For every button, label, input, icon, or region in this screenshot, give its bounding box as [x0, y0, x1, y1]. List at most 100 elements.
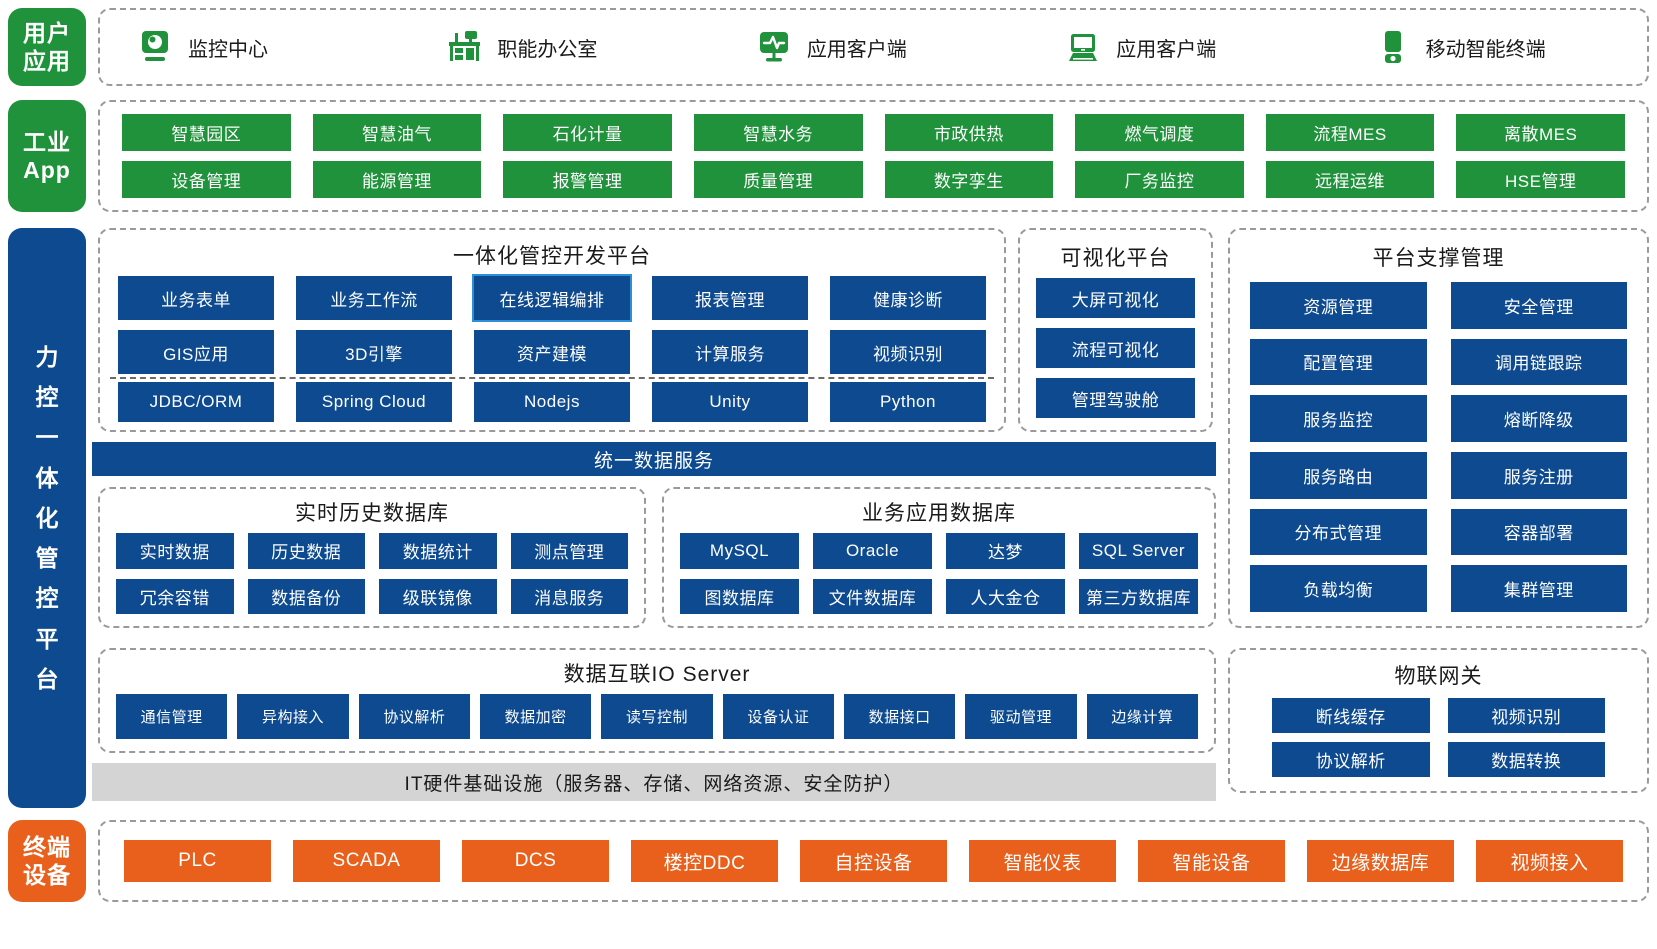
dev-chip-unity[interactable]: Unity: [652, 382, 808, 422]
io-chip-data-encryption[interactable]: 数据加密: [480, 694, 592, 739]
iot-chip-data-conversion[interactable]: 数据转换: [1447, 742, 1605, 777]
support-chip-service-registry[interactable]: 服务注册: [1450, 452, 1627, 499]
support-chip-load-balancing[interactable]: 负载均衡: [1250, 565, 1427, 612]
support-chip-resource-management[interactable]: 资源管理: [1250, 282, 1427, 329]
io-chip-heterogeneous-access[interactable]: 异构接入: [237, 694, 349, 739]
industrial-app-chip[interactable]: 数字孪生: [884, 161, 1054, 198]
terminal-chip-auto-control-device[interactable]: 自控设备: [800, 840, 947, 882]
function-office-icon: [445, 28, 483, 66]
support-chip-service-routing[interactable]: 服务路由: [1250, 452, 1427, 499]
rtdb-chip-tag-management[interactable]: 测点管理: [510, 533, 628, 569]
user-app-item-monitoring-center[interactable]: 监控中心: [100, 28, 409, 66]
industrial-app-chip[interactable]: 设备管理: [122, 161, 291, 198]
dev-chip-health-diagnosis[interactable]: 健康诊断: [830, 276, 986, 320]
terminal-chip-video-access[interactable]: 视频接入: [1476, 840, 1623, 882]
industrial-app-chip[interactable]: 市政供热: [884, 114, 1054, 151]
io-chip-comm-management[interactable]: 通信管理: [116, 694, 228, 739]
industrial-app-chip[interactable]: 燃气调度: [1075, 114, 1244, 151]
terminal-chip-edge-database[interactable]: 边缘数据库: [1307, 840, 1454, 882]
industrial-app-chip[interactable]: 智慧水务: [693, 114, 863, 151]
industrial-app-chip[interactable]: 报警管理: [503, 161, 672, 198]
rail-iapp-line1: 工业: [23, 128, 71, 155]
io-chip-data-interface[interactable]: 数据接口: [844, 694, 956, 739]
rtdb-chip-redundancy[interactable]: 冗余容错: [116, 578, 234, 614]
dev-chip-business-workflow[interactable]: 业务工作流: [296, 276, 452, 320]
iot-chip-offline-cache[interactable]: 断线缓存: [1272, 698, 1430, 733]
appdb-chip-oracle[interactable]: Oracle: [813, 533, 932, 569]
dev-chip-spring-cloud[interactable]: Spring Cloud: [296, 382, 452, 422]
vis-chip-large-screen[interactable]: 大屏可视化: [1036, 278, 1195, 318]
appdb-chip-graph-db[interactable]: 图数据库: [680, 578, 799, 614]
industrial-app-chip[interactable]: 远程运维: [1265, 161, 1435, 198]
user-application-list: 监控中心 职能办公室: [100, 10, 1647, 84]
platform-support-section: 平台支撑管理 资源管理 安全管理 配置管理 调用链跟踪 服务监控 熔断降级 服务…: [1228, 228, 1649, 628]
dev-chip-asset-modeling[interactable]: 资产建模: [474, 330, 630, 374]
user-app-item-function-office[interactable]: 职能办公室: [409, 28, 718, 66]
vis-chip-process-visualization[interactable]: 流程可视化: [1036, 328, 1195, 368]
industrial-app-chip[interactable]: 厂务监控: [1075, 161, 1244, 198]
rtdb-chip-data-statistics[interactable]: 数据统计: [379, 533, 497, 569]
appdb-chip-sql-server[interactable]: SQL Server: [1079, 533, 1198, 569]
user-app-item-application-client-laptop[interactable]: 应用客户端: [1028, 28, 1337, 66]
iot-gateway-grid: 断线缓存 视频识别 协议解析 数据转换: [1272, 698, 1605, 777]
business-app-db-title: 业务应用数据库: [862, 502, 1016, 525]
terminal-chip-smart-meter[interactable]: 智能仪表: [969, 840, 1116, 882]
dev-chip-gis-application[interactable]: GIS应用: [118, 330, 274, 374]
dev-chip-compute-service[interactable]: 计算服务: [652, 330, 808, 374]
industrial-app-chip[interactable]: 离散MES: [1456, 114, 1625, 151]
support-chip-security-management[interactable]: 安全管理: [1450, 282, 1627, 329]
rtdb-chip-cascade-mirror[interactable]: 级联镜像: [379, 578, 497, 614]
industrial-app-chip[interactable]: 流程MES: [1265, 114, 1435, 151]
dev-chip-jdbc-orm[interactable]: JDBC/ORM: [118, 382, 274, 422]
appdb-chip-dameng[interactable]: 达梦: [946, 533, 1065, 569]
rtdb-chip-realtime-data[interactable]: 实时数据: [116, 533, 234, 569]
terminal-chip-building-ddc[interactable]: 楼控DDC: [631, 840, 778, 882]
user-app-item-application-client-monitor[interactable]: 应用客户端: [719, 28, 1028, 66]
support-chip-container-deployment[interactable]: 容器部署: [1450, 508, 1627, 556]
user-app-item-mobile-terminal[interactable]: 移动智能终端: [1338, 28, 1647, 66]
rtdb-chip-data-backup[interactable]: 数据备份: [247, 578, 365, 614]
rtdb-chip-message-service[interactable]: 消息服务: [510, 578, 628, 614]
terminal-device-grid: PLC SCADA DCS 楼控DDC 自控设备 智能仪表 智能设备 边缘数据库…: [124, 840, 1623, 882]
industrial-app-chip[interactable]: 智慧油气: [312, 114, 482, 151]
industrial-app-chip[interactable]: 能源管理: [312, 161, 482, 198]
industrial-app-chip[interactable]: HSE管理: [1456, 161, 1625, 198]
support-chip-config-management[interactable]: 配置管理: [1250, 338, 1427, 386]
iot-chip-video-recognition[interactable]: 视频识别: [1447, 698, 1605, 733]
user-app-label: 应用客户端: [806, 38, 907, 61]
terminal-chip-smart-device[interactable]: 智能设备: [1138, 840, 1285, 882]
rail-user-line1: 用户: [23, 19, 71, 46]
dev-chip-business-form[interactable]: 业务表单: [118, 276, 274, 320]
dev-chip-online-logic-orchestration[interactable]: 在线逻辑编排: [474, 276, 630, 320]
support-chip-service-monitoring[interactable]: 服务监控: [1250, 395, 1427, 442]
visualization-platform-list: 大屏可视化 流程可视化 管理驾驶舱: [1036, 278, 1195, 418]
vis-chip-management-cockpit[interactable]: 管理驾驶舱: [1036, 378, 1195, 418]
io-chip-device-authentication[interactable]: 设备认证: [722, 694, 834, 739]
industrial-app-chip[interactable]: 石化计量: [503, 114, 672, 151]
dev-chip-report-management[interactable]: 报表管理: [652, 276, 808, 320]
io-chip-edge-computing[interactable]: 边缘计算: [1086, 694, 1198, 739]
industrial-app-chip[interactable]: 质量管理: [693, 161, 863, 198]
appdb-chip-kingbase[interactable]: 人大金仓: [946, 578, 1065, 614]
support-chip-circuit-breaker[interactable]: 熔断降级: [1450, 395, 1627, 442]
support-chip-distributed-management[interactable]: 分布式管理: [1250, 508, 1427, 556]
dev-platform-section: 一体化管控开发平台 业务表单 业务工作流 在线逻辑编排 报表管理 健康诊断 GI…: [98, 228, 1006, 432]
iot-chip-protocol-parsing[interactable]: 协议解析: [1272, 742, 1430, 777]
dev-chip-python[interactable]: Python: [830, 382, 986, 422]
industrial-app-chip[interactable]: 智慧园区: [122, 114, 291, 151]
appdb-chip-third-party-db[interactable]: 第三方数据库: [1079, 578, 1198, 614]
io-chip-driver-management[interactable]: 驱动管理: [965, 694, 1077, 739]
dev-chip-3d-engine[interactable]: 3D引擎: [296, 330, 452, 374]
support-chip-call-chain-tracing[interactable]: 调用链跟踪: [1450, 338, 1627, 386]
terminal-chip-plc[interactable]: PLC: [124, 840, 271, 882]
rtdb-chip-history-data[interactable]: 历史数据: [247, 533, 365, 569]
io-chip-protocol-parsing[interactable]: 协议解析: [358, 694, 470, 739]
terminal-chip-dcs[interactable]: DCS: [462, 840, 609, 882]
appdb-chip-mysql[interactable]: MySQL: [680, 533, 799, 569]
terminal-chip-scada[interactable]: SCADA: [293, 840, 440, 882]
appdb-chip-file-db[interactable]: 文件数据库: [813, 578, 932, 614]
io-chip-read-write-control[interactable]: 读写控制: [601, 694, 713, 739]
support-chip-cluster-management[interactable]: 集群管理: [1450, 565, 1627, 612]
dev-chip-video-recognition[interactable]: 视频识别: [830, 330, 986, 374]
dev-chip-nodejs[interactable]: Nodejs: [474, 382, 630, 422]
